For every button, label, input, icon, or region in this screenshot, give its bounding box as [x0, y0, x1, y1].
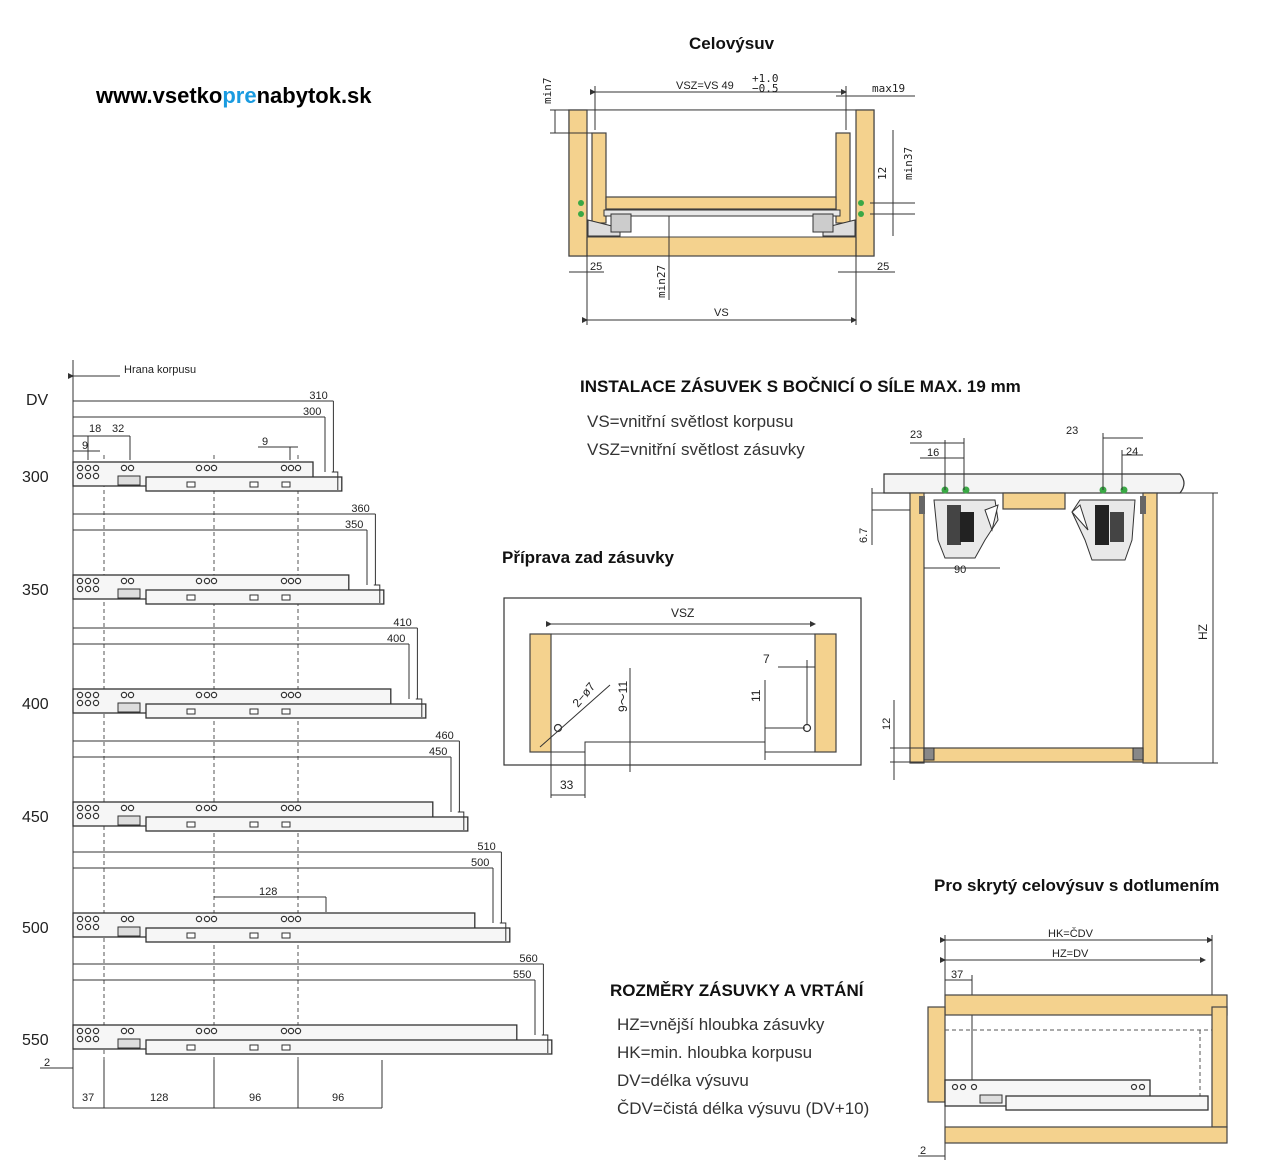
dv-row-label: 400	[22, 696, 49, 713]
svg-text:23: 23	[910, 429, 922, 441]
legend-hz: HZ=vnější hloubka zásuvky	[617, 1015, 825, 1034]
svg-text:HZ: HZ	[1196, 624, 1210, 640]
svg-text:37: 37	[82, 1092, 94, 1104]
runner-slide	[145, 1039, 553, 1055]
svg-text:VSZ=VS 49: VSZ=VS 49	[676, 80, 734, 92]
svg-text:2: 2	[920, 1145, 926, 1157]
rear-prep-diagram: Příprava zad zásuvky VSZ 2−ø7 9～11 7 11 …	[502, 548, 862, 798]
celovysuv-diagram: Celovýsuv VSZ=VS 49 +1.0 −0.5 max19 min7	[541, 34, 915, 325]
dim-inner-label: 400	[387, 633, 405, 645]
svg-text:max19: max19	[872, 82, 905, 95]
svg-text:+1.0: +1.0	[752, 72, 779, 85]
dv-row-label: 450	[22, 809, 49, 826]
dim-outer-label: 510	[477, 841, 495, 853]
dim-inner-label: 500	[471, 857, 489, 869]
dim-inner-label: 450	[429, 746, 447, 758]
runners-diagram: Hrana korpusu DV 18 32 9 9 3103003003603…	[22, 360, 553, 1109]
dim-outer-label: 310	[309, 390, 327, 402]
dv-header: DV	[26, 392, 49, 409]
legend-vs: VS=vnitřní světlost korpusu	[587, 412, 793, 431]
svg-text:32: 32	[112, 423, 124, 435]
svg-text:18: 18	[89, 423, 101, 435]
dim-outer-label: 360	[351, 503, 369, 515]
hidden-title: Pro skrytý celovýsuv s dotlumením	[934, 876, 1219, 895]
hidden-runner-diagram: Pro skrytý celovýsuv s dotlumením HK=ČDV…	[918, 876, 1228, 1160]
dim-inner-label: 350	[345, 519, 363, 531]
dim-inner-label: 550	[513, 969, 531, 981]
runner-row: 310 300 300	[22, 390, 343, 492]
svg-text:9: 9	[262, 436, 268, 448]
runner-row: 510 500 500	[22, 841, 511, 943]
runner-slide	[145, 476, 343, 492]
cross-section-diagram: 23 16 23 24 6.7 90 HZ 12	[858, 425, 1218, 780]
website-url[interactable]: www.vsetkoprenabytok.sk	[96, 83, 372, 108]
svg-text:VSZ: VSZ	[671, 606, 694, 620]
svg-text:16: 16	[927, 447, 939, 459]
dv-row-label: 300	[22, 469, 49, 486]
legend-vsz: VSZ=vnitřní světlost zásuvky	[587, 440, 805, 459]
dim-inner-label: 300	[303, 406, 321, 418]
dv-row-label: 550	[22, 1032, 49, 1049]
svg-text:33: 33	[560, 778, 574, 792]
svg-text:min27: min27	[655, 265, 668, 298]
svg-text:min7: min7	[541, 78, 554, 105]
legend-hk: HK=min. hloubka korpusu	[617, 1043, 812, 1062]
left-hinge	[933, 486, 999, 559]
svg-text:−0.5: −0.5	[752, 82, 779, 95]
dim-outer-label: 560	[519, 953, 537, 965]
dv-row-label: 500	[22, 920, 49, 937]
runner-row: 560 550 550	[22, 953, 553, 1055]
runner-slide	[145, 927, 511, 943]
runner-row: 460 450 450	[22, 730, 469, 832]
svg-text:128: 128	[150, 1092, 168, 1104]
install-title: INSTALACE ZÁSUVEK S BOČNICÍ O SÍLE MAX. …	[580, 377, 1021, 396]
svg-text:11: 11	[749, 689, 763, 702]
legend-cdv: ČDV=čistá délka výsuvu (DV+10)	[617, 1099, 869, 1118]
svg-text:96: 96	[249, 1092, 261, 1104]
svg-text:12: 12	[881, 718, 893, 730]
svg-text:24: 24	[1126, 446, 1138, 458]
runner-row: 410 400 400	[22, 617, 427, 719]
rear-prep-title: Příprava zad zásuvky	[502, 548, 675, 567]
dim-outer-label: 460	[435, 730, 453, 742]
svg-text:7: 7	[763, 652, 770, 666]
svg-text:Hrana korpusu: Hrana korpusu	[124, 364, 196, 376]
right-hinge	[1071, 486, 1136, 561]
svg-text:9～11: 9～11	[616, 681, 630, 712]
svg-text:HK=ČDV: HK=ČDV	[1048, 927, 1094, 940]
svg-text:9: 9	[82, 440, 88, 452]
svg-text:2: 2	[44, 1057, 50, 1069]
svg-text:VS: VS	[714, 307, 729, 319]
svg-text:25: 25	[590, 261, 602, 273]
svg-text:90: 90	[954, 564, 966, 576]
celovysuv-title: Celovýsuv	[689, 34, 775, 53]
svg-text:128: 128	[259, 886, 277, 898]
legend-dv: DV=délka výsuvu	[617, 1071, 749, 1090]
dimensions-title: ROZMĚRY ZÁSUVKY A VRTÁNÍ	[610, 981, 865, 1000]
svg-text:6.7: 6.7	[858, 528, 870, 543]
svg-text:min37: min37	[902, 147, 915, 180]
runner-rows: 3103003003603503504104004004604504505105…	[22, 390, 553, 1055]
svg-text:25: 25	[877, 261, 889, 273]
svg-text:23: 23	[1066, 425, 1078, 437]
svg-text:HZ=DV: HZ=DV	[1052, 948, 1089, 960]
dim-outer-label: 410	[393, 617, 411, 629]
runner-row: 360 350 350	[22, 503, 385, 605]
svg-text:37: 37	[951, 969, 963, 981]
svg-text:96: 96	[332, 1092, 344, 1104]
svg-text:12: 12	[876, 167, 889, 180]
runner-slide	[145, 816, 469, 832]
dv-row-label: 350	[22, 582, 49, 599]
runner-slide	[145, 589, 385, 605]
